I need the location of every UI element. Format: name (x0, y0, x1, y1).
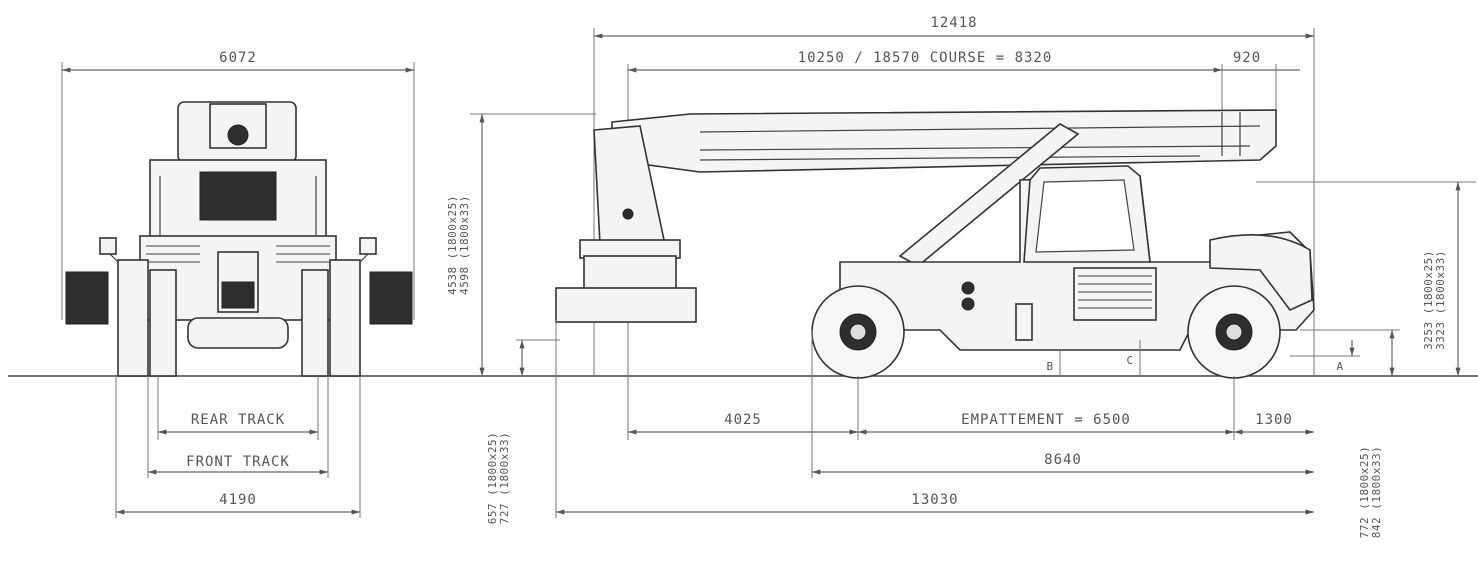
rear-overhang-dim: 1300 (1255, 412, 1293, 428)
side-view: 12418 10250 / 18570 COURSE = 8320 920 (486, 15, 1476, 538)
front-height-dim: 4538 (1800x25)4598 (1800x33) (446, 195, 471, 295)
boom-tip-dim: 920 (1233, 50, 1261, 66)
wheelbase-dim: EMPATTEMENT = 6500 (961, 412, 1131, 428)
front-view: 6072 4538 (1800x25)45 (61, 50, 596, 518)
front-track-label: FRONT TRACK (186, 454, 290, 470)
front-track-width-dim: 4190 (219, 492, 257, 508)
mark-b: B (1046, 360, 1053, 373)
rear-track-label: REAR TRACK (191, 412, 285, 428)
spreader-height-dim: 657 (1800x25)727 (1800x33) (486, 432, 511, 525)
front-overall-width-dim: 6072 (219, 50, 257, 66)
overall-length-dim: 13030 (911, 492, 958, 508)
mark-a: A (1336, 360, 1343, 373)
front-wheel (811, 285, 905, 379)
front-overhang-dim: 4025 (724, 412, 762, 428)
rear-wheel (1187, 285, 1281, 379)
axle-to-rear-dim: 8640 (1044, 452, 1082, 468)
overall-length-top-dim: 12418 (930, 15, 977, 31)
ground-clearance-dim: 772 (1800x25)842 (1800x33) (1358, 446, 1383, 539)
boom-course-dim: 10250 / 18570 COURSE = 8320 (798, 50, 1053, 66)
mark-c: C (1126, 354, 1133, 367)
cab-height-dim: 3253 (1800x25)3323 (1800x33) (1422, 250, 1447, 350)
